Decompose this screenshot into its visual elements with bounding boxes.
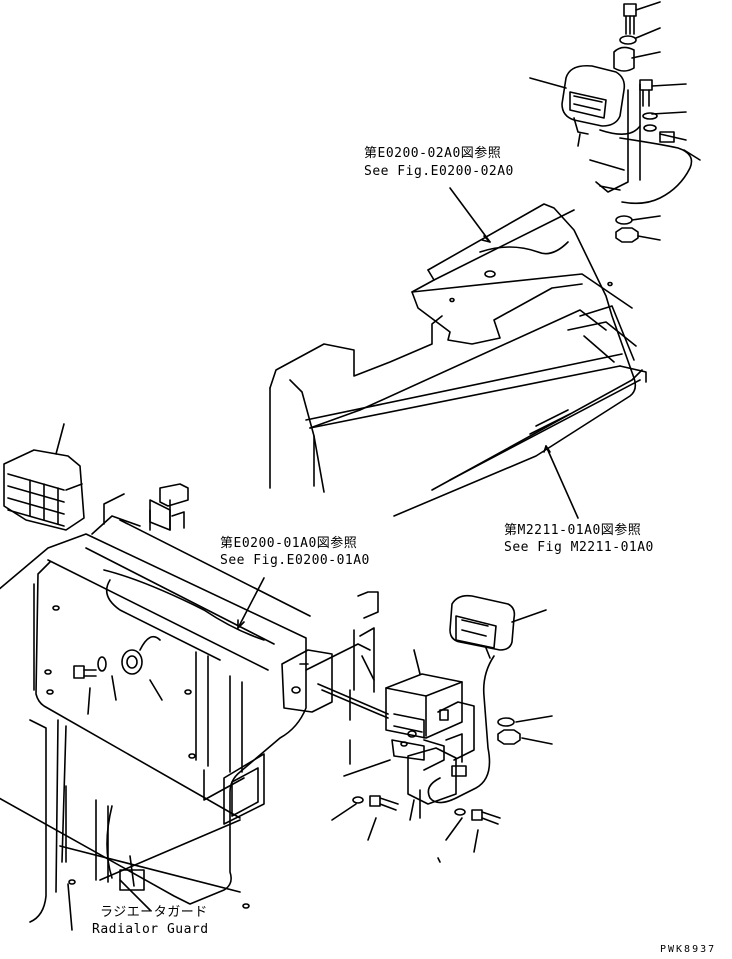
ref-right-jp: 第M2211-01A0図参照: [504, 523, 642, 538]
ref-middle-en: See Fig.E0200-01A0: [220, 553, 370, 568]
radiator-guard-frame: [0, 483, 311, 931]
radiator-guard-label-jp: ラジエータガード: [100, 905, 208, 920]
work-lamp-rear: [449, 594, 516, 659]
drawing-code: PWK8937: [660, 944, 717, 955]
ref-middle-jp: 第E0200-01A0図参照: [220, 536, 358, 551]
ref-right-en: See Fig M2211-01A0: [504, 540, 654, 555]
top-lamp-assembly: [529, 1, 701, 243]
work-lamp-top: [561, 64, 626, 147]
cab-roof-panel: [269, 187, 647, 519]
ref-top-jp: 第E0200-02A0図参照: [364, 146, 502, 161]
rear-lamp-assembly: [281, 591, 553, 863]
bolt-top: [623, 3, 637, 35]
left-lamp: [3, 423, 85, 531]
ref-top-en: See Fig.E0200-02A0: [364, 164, 514, 179]
radiator-guard-label-en: Radialor Guard: [92, 922, 209, 937]
relay-box: [385, 673, 463, 761]
